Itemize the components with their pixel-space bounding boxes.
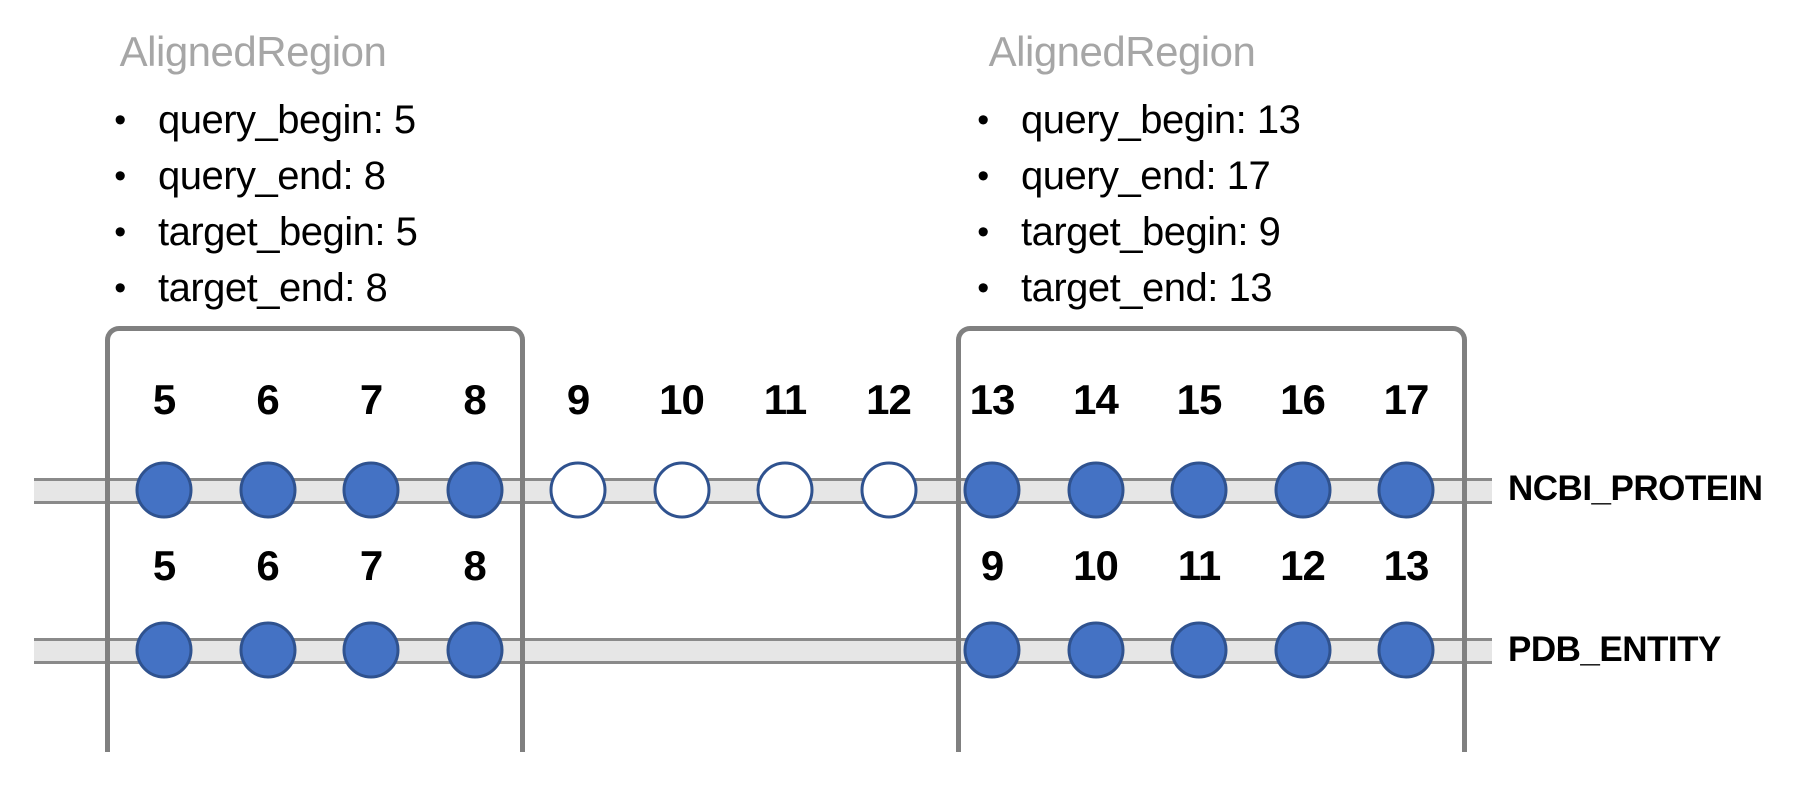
residue-filled-circle (239, 461, 296, 519)
residue-number: 8 (463, 542, 486, 589)
residue-filled-circle (135, 461, 193, 519)
bullet-label: target_end: 8 (158, 265, 388, 310)
bullet-label: query_begin: 13 (1021, 97, 1301, 142)
residue-filled-circle (963, 461, 1021, 519)
bullet-label: query_begin: 5 (158, 97, 416, 142)
bullet-icon: • (114, 156, 126, 195)
bullet-label: target_end: 13 (1021, 265, 1273, 310)
residue-number: 6 (256, 542, 279, 589)
bullet-icon: • (977, 100, 989, 139)
bullet-item: • target_begin: 5 (100, 204, 418, 260)
target-track-label: PDB_ENTITY (1508, 630, 1721, 669)
aligned-region-title-left: AlignedRegion (119, 28, 387, 75)
bullet-item: • query_begin: 13 (963, 92, 1301, 148)
residue-number: 17 (1383, 376, 1430, 423)
bullet-label: query_end: 17 (1021, 153, 1271, 198)
bullet-item: • target_end: 13 (963, 260, 1300, 316)
residue-number: 16 (1280, 376, 1326, 423)
aligned-region-title-right: AlignedRegion (988, 28, 1256, 75)
bullet-icon: • (977, 156, 989, 195)
residue-number: 12 (866, 376, 912, 423)
bullet-icon: • (977, 212, 989, 251)
residue-number: 11 (763, 376, 807, 423)
residue-number: 10 (659, 376, 705, 423)
residue-number: 12 (1280, 542, 1326, 589)
query-track-label: NCBI_PROTEIN (1508, 469, 1763, 508)
residue-filled-circle (1170, 621, 1228, 679)
residue-filled-circle (1067, 461, 1124, 519)
residue-open-circle (756, 461, 814, 519)
residue-number: 9 (980, 542, 1004, 589)
residue-filled-circle (1377, 461, 1435, 519)
residue-filled-circle (342, 461, 400, 519)
residue-number: 5 (152, 542, 176, 589)
bullet-icon: • (114, 212, 126, 251)
bullet-item: • query_end: 17 (963, 148, 1300, 204)
residue-filled-circle (446, 461, 503, 519)
residue-number: 14 (1073, 376, 1119, 423)
residue-filled-circle (135, 621, 193, 679)
bullet-label: target_begin: 9 (1021, 209, 1281, 254)
residue-open-circle (653, 461, 710, 519)
bullet-label: target_begin: 5 (158, 209, 418, 254)
residue-filled-circle (1067, 621, 1124, 679)
residue-filled-circle (1170, 461, 1228, 519)
residue-filled-circle (1274, 621, 1331, 679)
residue-number: 13 (1383, 542, 1430, 589)
aligned-region-bullets-left: • query_begin: 5 • query_end: 8 • target… (100, 92, 418, 316)
residue-number: 5 (152, 376, 176, 423)
residue-number: 15 (1176, 376, 1223, 423)
residue-filled-circle (963, 621, 1021, 679)
bullet-label: query_end: 8 (158, 153, 386, 198)
residue-number: 10 (1073, 542, 1119, 589)
residue-number: 6 (256, 376, 279, 423)
bullet-item: • target_begin: 9 (963, 204, 1300, 260)
bullet-item: • query_end: 8 (100, 148, 417, 204)
residue-filled-circle (1274, 461, 1331, 519)
residue-number: 7 (359, 542, 383, 589)
aligned-region-box-right (956, 326, 1467, 752)
residue-open-circle (549, 461, 607, 519)
bullet-item: • query_begin: 5 (100, 92, 417, 148)
residue-number: 9 (566, 376, 590, 423)
residue-number: 7 (359, 376, 383, 423)
residue-number: 13 (969, 376, 1016, 423)
residue-filled-circle (239, 621, 296, 679)
residue-filled-circle (446, 621, 503, 679)
aligned-region-box-left (105, 326, 525, 752)
bullet-item: • target_end: 8 (100, 260, 417, 316)
aligned-region-bullets-right: • query_begin: 13 • query_end: 17 • targ… (963, 92, 1301, 316)
bullet-icon: • (114, 100, 126, 139)
residue-number: 11 (1177, 542, 1221, 589)
residue-filled-circle (342, 621, 400, 679)
residue-filled-circle (1377, 621, 1435, 679)
bullet-icon: • (977, 268, 989, 307)
bullet-icon: • (114, 268, 126, 307)
residue-open-circle (860, 461, 917, 519)
residue-number: 8 (463, 376, 486, 423)
